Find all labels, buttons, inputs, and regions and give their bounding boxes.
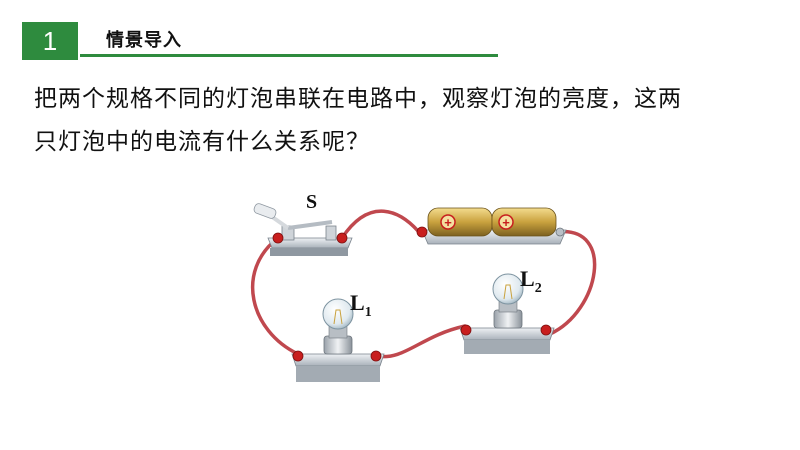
title-underline [80,54,498,57]
lamp-2-label: L2 [520,266,542,296]
question-line-1: 把两个规格不同的灯泡串联在电路中，观察灯泡的亮度，这两 [34,86,682,112]
switch-label: S [306,191,317,213]
section-title: 情景导入 [106,30,182,51]
question-text: 把两个规格不同的灯泡串联在电路中，观察灯泡的亮度，这两只灯泡中的电流有什么关系呢… [34,78,774,164]
battery-2-plus-symbol: + [502,215,510,230]
lamp-2 [459,273,555,354]
lamp-1-letter: L [350,290,365,315]
battery-pack: + + [416,207,567,245]
lamp-2-letter: L [520,266,535,291]
switch [253,203,353,256]
section-number-badge: 1 [22,22,78,60]
question-line-2: 只灯泡中的电流有什么关系呢？ [34,129,370,155]
lamp-1-subscript: 1 [365,305,372,320]
battery-1-plus-symbol: + [444,215,452,230]
wires [250,209,597,359]
lamp-2-subscript: 2 [535,281,542,296]
lamp-1 [291,298,385,382]
lamp-1-label: L1 [350,290,372,320]
series-circuit-illustration: S + + L1 L2 [250,191,597,382]
